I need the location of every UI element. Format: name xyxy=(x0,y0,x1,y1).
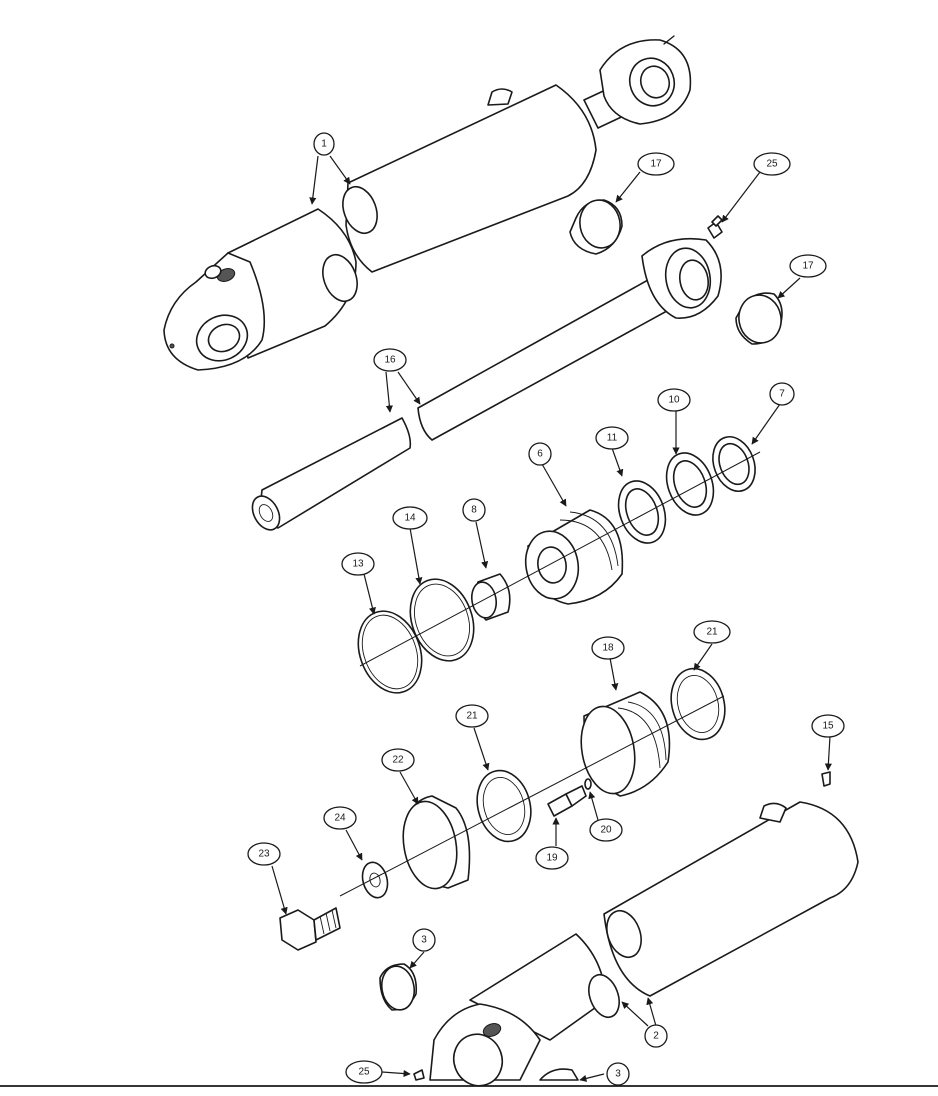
callout-6: 6 xyxy=(528,442,552,466)
piston-rod xyxy=(251,237,722,531)
callout-24: 24 xyxy=(323,806,357,830)
svg-text:3: 3 xyxy=(421,935,427,946)
svg-text:17: 17 xyxy=(802,261,814,272)
wiper-7 xyxy=(712,436,756,492)
check-valve-19 xyxy=(547,785,587,817)
washer-24 xyxy=(361,861,389,899)
bushing-3 xyxy=(379,963,418,1011)
callout-17-upper: 17 xyxy=(637,152,675,176)
callout-17-lower: 17 xyxy=(789,254,827,278)
svg-text:21: 21 xyxy=(706,627,718,638)
bushing-17-lower xyxy=(735,292,783,345)
seal-ring-13 xyxy=(357,610,423,694)
svg-text:13: 13 xyxy=(352,559,364,570)
callout-10: 10 xyxy=(657,388,691,412)
svg-text:22: 22 xyxy=(392,755,404,766)
callout-14: 14 xyxy=(392,506,428,530)
svg-text:8: 8 xyxy=(471,505,477,516)
upper-cylinder-barrel xyxy=(163,35,692,371)
callout-25-lower: 25 xyxy=(345,1060,383,1084)
bolt-23 xyxy=(279,907,341,951)
callout-1: 1 xyxy=(313,132,335,156)
svg-text:17: 17 xyxy=(650,159,662,170)
callout-18: 18 xyxy=(591,636,625,660)
svg-text:15: 15 xyxy=(822,721,834,732)
callout-3-upper: 3 xyxy=(412,928,436,952)
svg-text:6: 6 xyxy=(537,449,543,460)
grease-fitting-25-lower xyxy=(413,1069,425,1081)
svg-text:25: 25 xyxy=(358,1067,370,1078)
svg-text:20: 20 xyxy=(600,825,612,836)
gland-18 xyxy=(580,691,671,797)
ring-21-lower xyxy=(476,769,532,843)
lower-cylinder-barrel xyxy=(429,801,859,1087)
callout-16: 16 xyxy=(373,348,407,372)
callout-8: 8 xyxy=(462,498,486,522)
svg-text:24: 24 xyxy=(334,813,346,824)
svg-text:16: 16 xyxy=(384,355,396,366)
callout-25-upper: 25 xyxy=(753,152,791,176)
svg-text:11: 11 xyxy=(607,433,618,444)
svg-text:14: 14 xyxy=(404,513,416,524)
svg-text:25: 25 xyxy=(766,159,778,170)
svg-text:18: 18 xyxy=(602,643,614,654)
callout-15: 15 xyxy=(811,714,845,738)
leader-lines xyxy=(271,155,832,1082)
svg-text:19: 19 xyxy=(546,853,558,864)
callout-23: 23 xyxy=(247,842,281,866)
seal-ring-14 xyxy=(409,578,475,662)
svg-text:23: 23 xyxy=(258,849,270,860)
bushing-17-upper xyxy=(569,199,623,255)
o-ring-20 xyxy=(584,778,592,790)
svg-text:7: 7 xyxy=(779,389,785,400)
callout-13: 13 xyxy=(341,552,375,576)
callout-21-lower: 21 xyxy=(455,704,489,728)
ring-21-upper xyxy=(670,667,726,741)
callout-20: 20 xyxy=(589,818,623,842)
spacer-22 xyxy=(402,795,471,890)
callout-7: 7 xyxy=(769,382,795,406)
svg-text:2: 2 xyxy=(653,1031,659,1042)
svg-text:3: 3 xyxy=(615,1069,621,1080)
callout-3-lower: 3 xyxy=(606,1062,630,1086)
seal-11 xyxy=(617,480,667,544)
callout-21-upper: 21 xyxy=(693,620,731,644)
grease-fitting-25-upper xyxy=(707,215,723,239)
svg-text:21: 21 xyxy=(466,711,478,722)
callout-22: 22 xyxy=(381,748,415,772)
svg-text:1: 1 xyxy=(321,139,327,150)
piston-6 xyxy=(524,509,624,605)
callout-19: 19 xyxy=(535,846,569,870)
callout-11: 11 xyxy=(595,426,629,450)
svg-text:10: 10 xyxy=(668,395,680,406)
grease-fitting-15 xyxy=(821,771,831,787)
callout-2: 2 xyxy=(644,1024,668,1048)
